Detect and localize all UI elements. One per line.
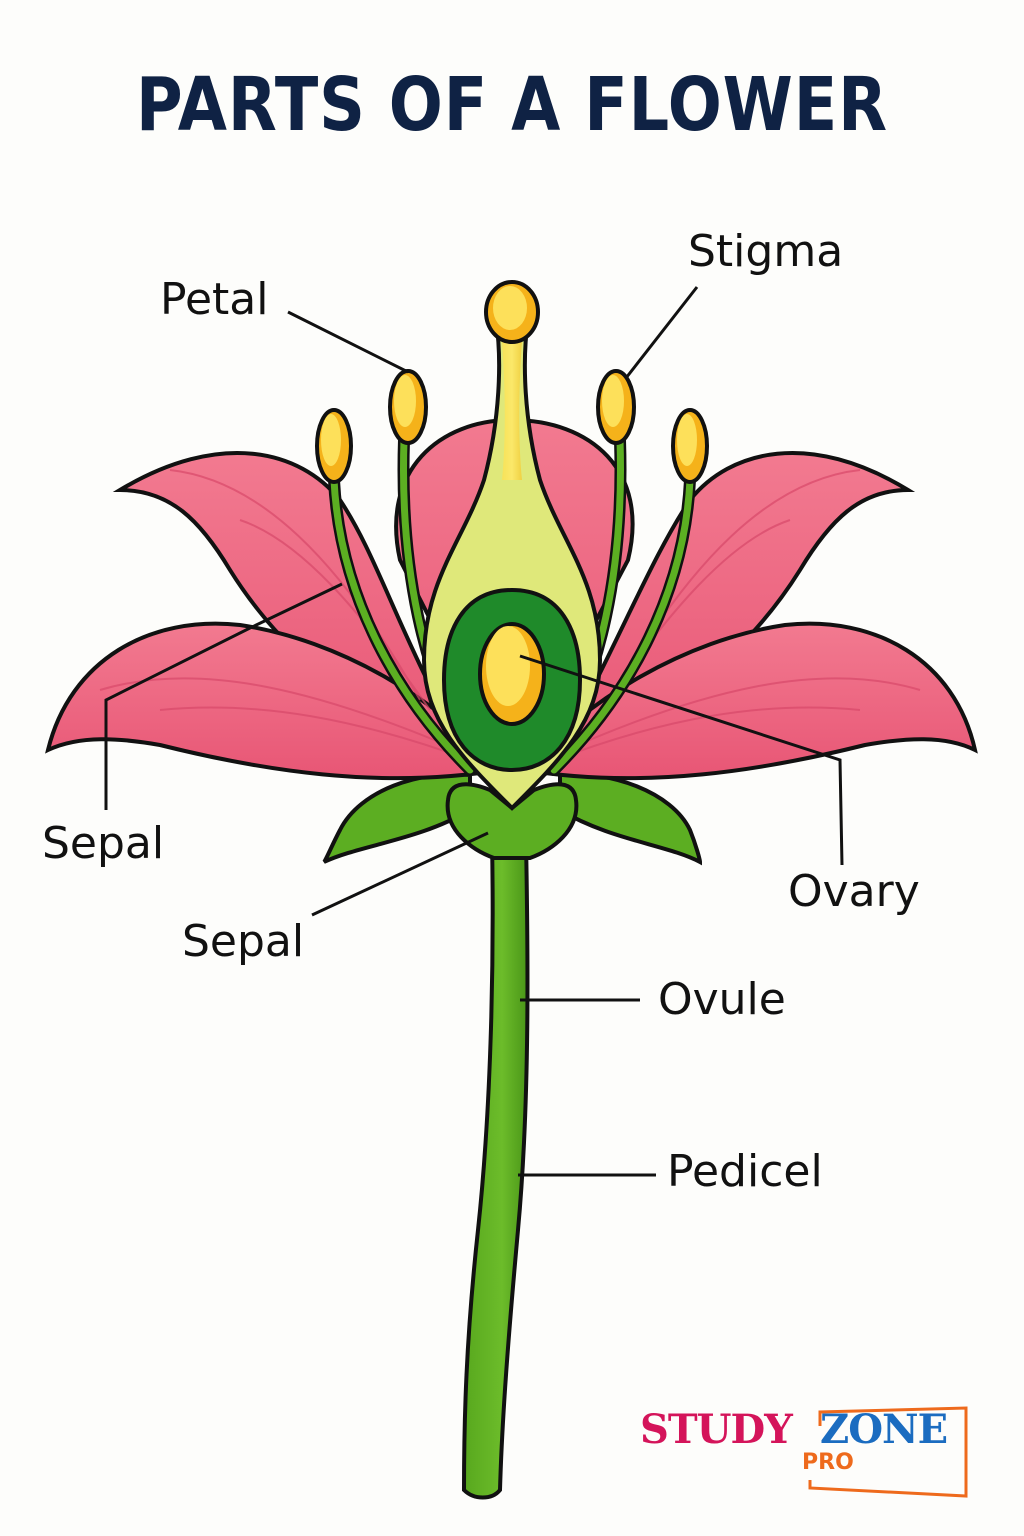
label-sepal-lower: Sepal	[182, 916, 305, 967]
leader-petal	[287, 310, 409, 374]
receptacle	[445, 782, 579, 860]
logo-word-study: STUDY	[640, 1406, 793, 1453]
label-petal: Petal	[160, 274, 269, 325]
sepal-right-leaf	[558, 772, 703, 866]
leader-lines	[104, 286, 844, 1177]
page-title: PARTS OF A FLOWER	[136, 62, 888, 148]
leader-stigma	[624, 286, 699, 379]
leader-ovary	[519, 654, 844, 866]
petal-front-left	[45, 621, 504, 781]
logo-word-pro: PRO	[802, 1450, 854, 1475]
label-ovary: Ovary	[788, 866, 920, 917]
studyzone-logo: STUDY ZONE PRO	[640, 1404, 970, 1500]
logo-frame	[808, 1406, 968, 1498]
leader-sepal-lower	[311, 831, 489, 917]
label-pedicel: Pedicel	[667, 1146, 823, 1197]
petal-front-right	[521, 621, 978, 781]
pedicel-stem	[461, 838, 530, 1500]
label-sepal-left: Sepal	[42, 818, 165, 869]
label-ovule: Ovule	[658, 974, 786, 1025]
leader-sepal-left	[104, 582, 343, 810]
label-stigma: Stigma	[688, 226, 844, 277]
sepal-left-leaf	[322, 772, 472, 864]
logo-word-zone: ZONE	[820, 1406, 948, 1453]
anther-highlights	[321, 375, 697, 466]
